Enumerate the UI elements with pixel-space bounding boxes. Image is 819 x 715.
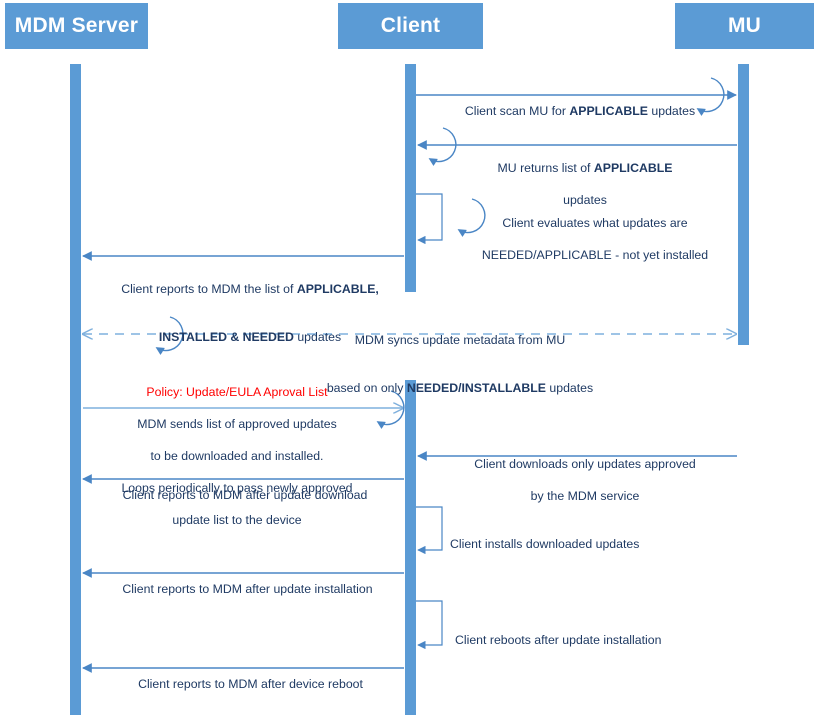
actor-header-mu[interactable]: MU <box>675 3 814 49</box>
msg-line: by the MDM service <box>530 489 640 503</box>
msg-part-text: Client reports to MDM the list of <box>121 282 297 296</box>
lifeline-mu <box>738 64 749 345</box>
message-label-client-reports-download: Client reports to MDM after update downl… <box>110 471 380 503</box>
msg-part-text: Client scan MU for <box>464 104 570 118</box>
msg-line: Client evaluates what updates are <box>502 216 688 230</box>
msg-line: Client installs downloaded updates <box>450 537 640 551</box>
loop-icon-client-evaluates <box>457 198 486 238</box>
msg-part-bold: APPLICABLE <box>569 104 648 118</box>
loop-icon-mu-scan <box>696 77 725 117</box>
actor-header-mdm-server[interactable]: MDM Server <box>5 3 148 49</box>
msg-line: MDM sends list of approved updates <box>137 417 337 431</box>
msg-line: NEEDED/APPLICABLE - not yet installed <box>481 248 709 262</box>
message-label-mu-returns-list: MU returns list of APPLICABLE updates <box>470 128 700 224</box>
msg-line: Client reports to MDM after device reboo… <box>138 677 363 691</box>
arrow-client-reboots-self <box>416 600 443 650</box>
msg-line: Loops periodically to pass newly approve… <box>121 481 353 495</box>
message-label-client-evaluates: Client evaluates what updates are NEEDED… <box>470 199 720 279</box>
actor-header-client[interactable]: Client <box>338 3 483 49</box>
message-label-client-reports-installation: Client reports to MDM after update insta… <box>105 565 390 597</box>
message-label-client-reports-reboot: Client reports to MDM after device reboo… <box>118 660 383 692</box>
msg-line: Client reports to MDM the list of APPLIC… <box>95 265 405 297</box>
msg-line: MDM syncs update metadata from MU <box>354 333 566 347</box>
loop-icon-client-returns <box>428 127 457 167</box>
msg-line: to be downloaded and installed. <box>150 449 324 463</box>
message-label-mdm-syncs-metadata: MDM syncs update metadata from MU based … <box>290 316 630 412</box>
msg-line: updates <box>563 193 607 207</box>
message-label-client-downloads-updates: Client downloads only updates approved b… <box>460 440 710 520</box>
msg-part-text: updates <box>647 104 696 118</box>
message-label-client-scan-mu: Client scan MU for APPLICABLE updates <box>455 87 705 119</box>
msg-line: Client reboots after update installation <box>455 633 662 647</box>
message-label-mdm-sends-approved-list: Policy: Update/EULA Aproval List MDM sen… <box>92 368 382 544</box>
lifeline-client-lower <box>405 380 416 715</box>
lifeline-client-upper <box>405 64 416 292</box>
lifeline-mdm-server <box>70 64 81 715</box>
policy-label: Policy: Update/EULA Aproval List <box>146 385 328 399</box>
msg-part-text: based on only <box>326 381 407 395</box>
msg-line: Client reports to MDM after update insta… <box>122 582 373 596</box>
loop-icon-mdm-sync <box>155 316 184 356</box>
actor-label-mu: MU <box>727 14 762 37</box>
msg-part-text: updates <box>545 381 594 395</box>
msg-line: INSTALLED & NEEDED updates <box>95 313 405 345</box>
message-label-client-reports-list: Client reports to MDM the list of APPLIC… <box>95 249 405 361</box>
msg-part-bold: APPLICABLE <box>593 161 673 175</box>
msg-part-text: MU returns list of <box>497 161 594 175</box>
msg-line: MU returns list of APPLICABLE <box>470 144 700 176</box>
loop-icon-mdm-approval <box>376 390 405 430</box>
actor-label-client: Client <box>380 14 441 37</box>
msg-part-text: updates <box>293 330 342 344</box>
msg-line: Client downloads only updates approved <box>474 457 696 471</box>
msg-part-bold: INSTALLED & NEEDED <box>158 330 294 344</box>
actor-label-mdm-server: MDM Server <box>14 14 139 37</box>
arrow-client-evaluates-self <box>416 193 443 245</box>
message-label-client-installs: Client installs downloaded updates <box>450 520 710 552</box>
arrow-client-installs-self <box>416 506 443 555</box>
msg-part-bold: APPLICABLE, <box>296 282 379 296</box>
message-label-client-reboots: Client reboots after update installation <box>455 616 725 648</box>
msg-line: Client reports to MDM after update downl… <box>122 488 368 502</box>
msg-line: update list to the device <box>172 513 302 527</box>
msg-line: based on only NEEDED/INSTALLABLE updates <box>290 364 630 396</box>
msg-part-bold: NEEDED/INSTALLABLE <box>406 381 546 395</box>
